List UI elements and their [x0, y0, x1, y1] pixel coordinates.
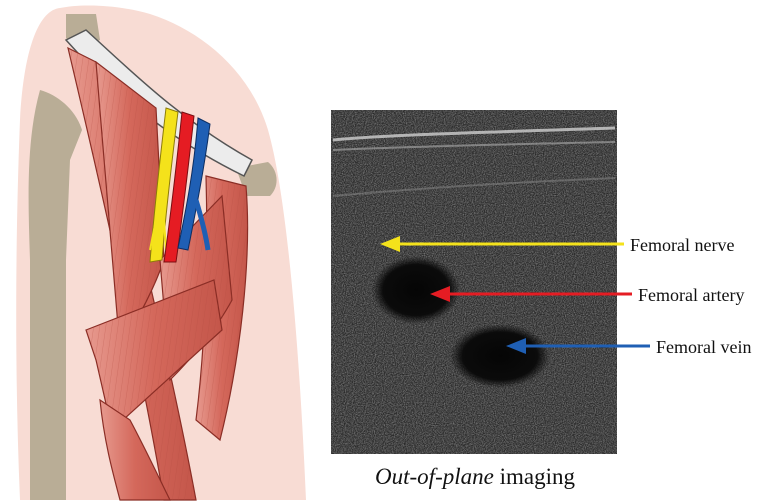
femoral-nerve-label: Femoral nerve — [630, 235, 734, 255]
femoral-vein-label: Femoral vein — [656, 337, 751, 357]
vein-lumen — [450, 324, 550, 388]
figure-caption: Out-of-plane imaging — [330, 464, 620, 490]
caption-rest: imaging — [494, 464, 575, 489]
caption-italic-part: Out-of-plane — [375, 464, 494, 489]
ultrasound-image — [331, 110, 617, 454]
femoral-artery-label: Femoral artery — [638, 285, 744, 305]
anatomy-illustration — [16, 6, 306, 500]
